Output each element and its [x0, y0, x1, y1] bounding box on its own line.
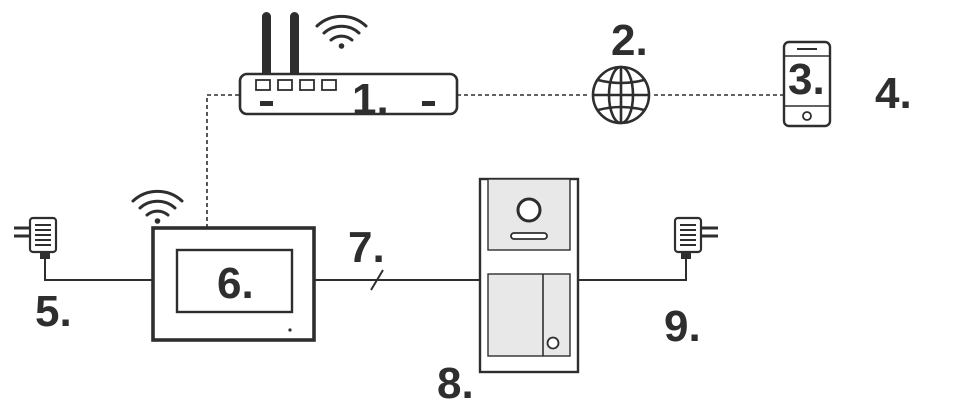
- wifi-icon: [131, 189, 184, 224]
- power-adapter-icon: [14, 216, 58, 259]
- label-wire: 7.: [348, 223, 385, 272]
- label-internet: 2.: [611, 16, 648, 65]
- router-icon: [238, 12, 459, 116]
- smartphone-icon: [782, 40, 832, 128]
- label-monitor: 6.: [217, 259, 254, 308]
- label-door-station: 8.: [437, 359, 474, 408]
- label-app: 4.: [875, 69, 912, 118]
- wire-adapter-monitor: [44, 258, 153, 281]
- globe-icon: [591, 65, 651, 125]
- label-adapter-right: 9.: [664, 302, 701, 351]
- label-smartphone: 3.: [788, 55, 825, 104]
- wire-slash-mark: [370, 269, 384, 291]
- label-adapter-left: 5.: [35, 287, 72, 336]
- connection-lines: [44, 94, 783, 291]
- door-station-icon: [478, 177, 580, 374]
- indoor-monitor-icon: [151, 226, 316, 342]
- wifi-icon: [315, 14, 368, 49]
- label-router: 1.: [352, 75, 389, 124]
- dashed-link-monitor-router: [206, 94, 240, 228]
- wire-door-adapter: [578, 258, 687, 281]
- power-adapter-icon: [673, 216, 718, 259]
